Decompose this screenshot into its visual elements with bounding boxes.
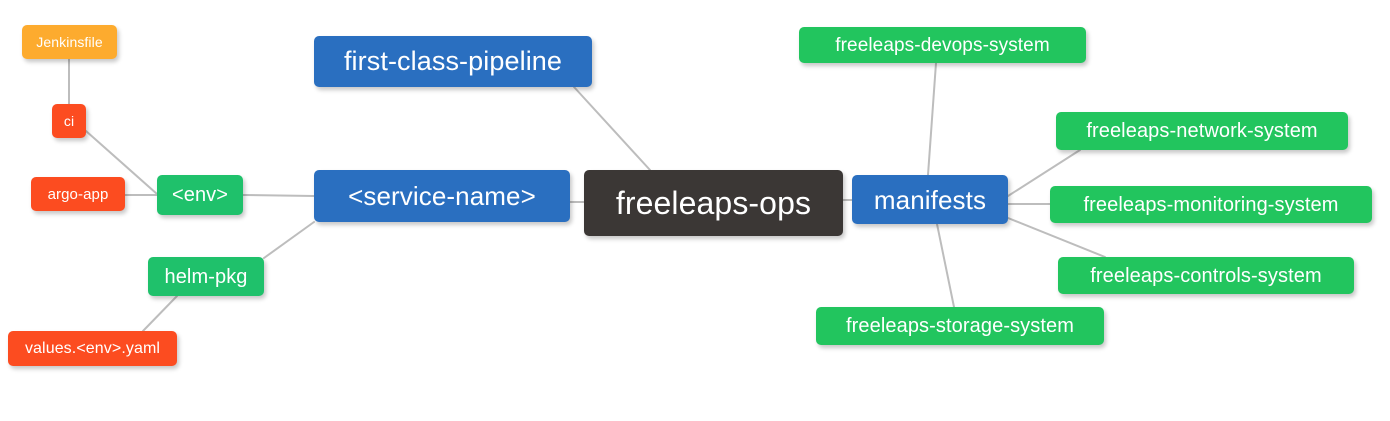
node-values-yaml[interactable]: values.<env>.yaml — [8, 331, 177, 366]
node-label-freeleaps-controls-system: freeleaps-controls-system — [1090, 264, 1322, 287]
edge-service-name-to-helm-pkg — [263, 221, 315, 259]
edge-freeleaps-devops-system-to-manifests — [927, 62, 937, 176]
node-label-jenkinsfile: Jenkinsfile — [36, 34, 103, 50]
node-argo-app[interactable]: argo-app — [31, 177, 125, 211]
edge-helm-pkg-to-values-yaml — [142, 295, 178, 332]
node-first-class-pipeline[interactable]: first-class-pipeline — [314, 36, 592, 87]
edge-first-class-pipeline-to-freeleaps-ops — [573, 86, 651, 171]
node-label-freeleaps-storage-system: freeleaps-storage-system — [845, 315, 1075, 337]
node-helm-pkg[interactable]: helm-pkg — [148, 257, 264, 296]
node-freeleaps-devops-system[interactable]: freeleaps-devops-system — [799, 27, 1086, 63]
node-label-freeleaps-monitoring-system: freeleaps-monitoring-system — [1083, 193, 1339, 216]
edge-env-to-service-name — [242, 194, 315, 197]
edge-manifests-to-freeleaps-storage-system — [936, 223, 955, 308]
node-label-freeleaps-ops: freeleaps-ops — [615, 185, 812, 221]
node-service-name[interactable]: <service-name> — [314, 170, 570, 222]
node-label-first-class-pipeline: first-class-pipeline — [343, 46, 563, 76]
node-label-freeleaps-network-system: freeleaps-network-system — [1086, 120, 1318, 142]
node-freeleaps-monitoring-system[interactable]: freeleaps-monitoring-system — [1050, 186, 1372, 223]
node-freeleaps-storage-system[interactable]: freeleaps-storage-system — [816, 307, 1104, 345]
node-env[interactable]: <env> — [157, 175, 243, 215]
node-freeleaps-network-system[interactable]: freeleaps-network-system — [1056, 112, 1348, 150]
node-label-freeleaps-devops-system: freeleaps-devops-system — [835, 34, 1050, 56]
node-jenkinsfile[interactable]: Jenkinsfile — [22, 25, 117, 59]
node-label-service-name: <service-name> — [348, 181, 536, 211]
node-label-manifests: manifests — [873, 184, 987, 215]
node-freeleaps-ops[interactable]: freeleaps-ops — [584, 170, 843, 236]
node-label-env: <env> — [171, 184, 229, 206]
node-manifests[interactable]: manifests — [852, 175, 1008, 224]
node-label-values-yaml: values.<env>.yaml — [24, 339, 161, 357]
node-ci[interactable]: ci — [52, 104, 86, 138]
node-freeleaps-controls-system[interactable]: freeleaps-controls-system — [1058, 257, 1354, 294]
node-label-helm-pkg: helm-pkg — [164, 265, 248, 288]
edge-manifests-to-freeleaps-controls-system — [1007, 217, 1106, 258]
node-label-ci: ci — [63, 113, 75, 129]
node-label-argo-app: argo-app — [47, 185, 109, 203]
